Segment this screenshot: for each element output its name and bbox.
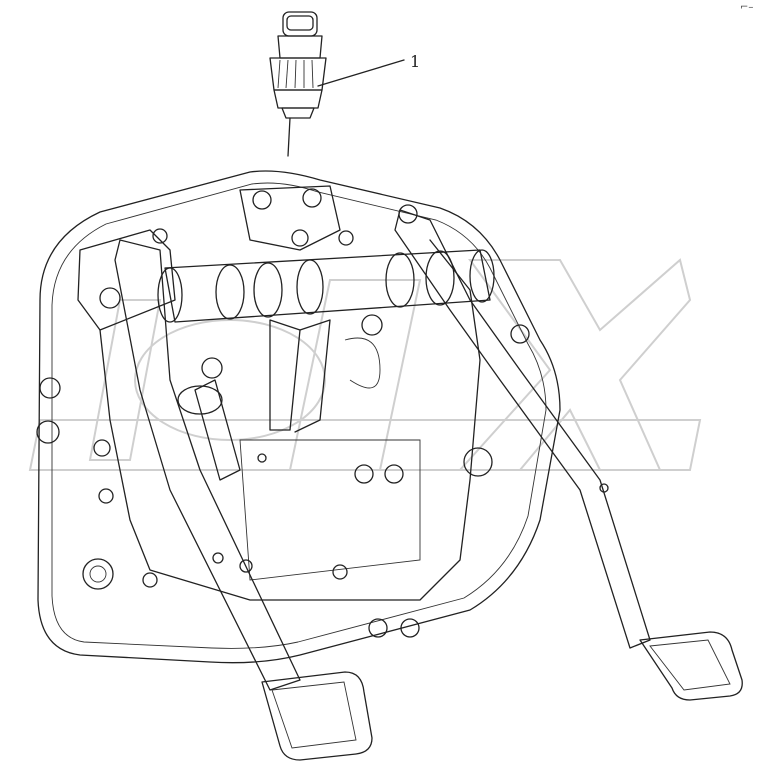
left-pedal-pad bbox=[261, 671, 373, 761]
right-pedal-pad bbox=[639, 631, 743, 701]
callout-leader bbox=[317, 59, 405, 87]
corner-mark: ⌐– bbox=[740, 2, 754, 13]
brake-light-switch bbox=[269, 11, 327, 157]
callout-label-1: 1 bbox=[410, 52, 421, 71]
return-spring bbox=[269, 314, 383, 433]
mounting-plate bbox=[37, 170, 561, 664]
left-side-bushings bbox=[36, 228, 168, 590]
watermark-logo bbox=[28, 258, 702, 471]
left-pedal-arm bbox=[114, 239, 301, 691]
mid-right-bolts bbox=[257, 324, 530, 484]
pedal-bracket bbox=[77, 185, 481, 601]
pedal-cross-shaft bbox=[157, 249, 495, 323]
lower-bolts bbox=[142, 559, 420, 638]
right-pedal-arm bbox=[394, 204, 651, 649]
